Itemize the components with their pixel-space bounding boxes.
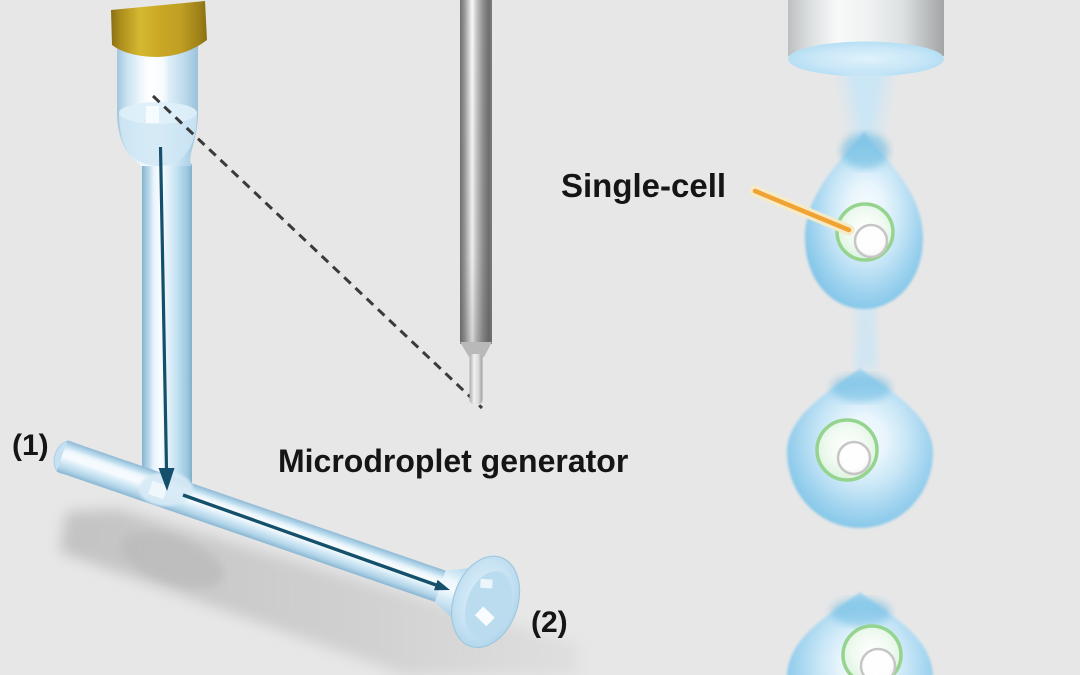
flow-arrow-vertical-head	[158, 468, 175, 491]
dispensing-nozzle	[788, 0, 944, 77]
inlet-label: (1)	[12, 429, 49, 462]
single-cell-pointer	[749, 185, 855, 236]
tube-shadow	[60, 509, 578, 675]
outlet-label: (2)	[531, 606, 568, 639]
droplet-2-top-tint	[831, 374, 891, 402]
needle-shoulder	[460, 342, 492, 357]
liquid-streams	[836, 70, 896, 370]
pointer-line	[752, 188, 852, 233]
droplet-1	[805, 131, 923, 309]
yellow-syringe-cap	[111, 1, 207, 57]
junction-shadow-blob	[120, 532, 224, 588]
stream-nozzle-to-droplet	[847, 70, 885, 133]
outlet-specular-1	[474, 606, 495, 627]
stream-between-droplets	[854, 298, 878, 370]
outlet-specular-2	[480, 578, 493, 589]
glass-reservoir-assembly	[111, 1, 207, 497]
junction-highlight	[148, 480, 168, 500]
cell-nucleus-1	[853, 223, 889, 259]
reservoir-dome	[119, 113, 197, 166]
flow-arrow-vertical-shaft	[158, 146, 169, 470]
droplet-2	[787, 368, 933, 528]
generator-label: Microdroplet generator	[278, 443, 629, 479]
droplet-1-top-tint	[841, 133, 889, 169]
needle-rod-shading	[460, 0, 492, 344]
cell-nucleus-3	[859, 647, 897, 675]
dome-notch-highlight	[146, 106, 159, 123]
outlet-cone-inner	[465, 571, 513, 639]
flow-arrow-diagonal-shaft	[182, 493, 437, 587]
flow-arrow-diagonal-head	[434, 579, 450, 591]
single-cell-label: Single-cell	[561, 167, 727, 204]
magnify-dashed-line	[151, 94, 484, 410]
needle-tip	[469, 354, 483, 404]
cell-nucleus-2	[836, 440, 872, 476]
flow-arrows	[158, 146, 450, 591]
metal-capillary-needle	[460, 0, 492, 404]
droplet-3	[787, 592, 933, 675]
droplet-3-top-tint	[831, 598, 891, 626]
nozzle-outlet-face	[788, 41, 944, 77]
